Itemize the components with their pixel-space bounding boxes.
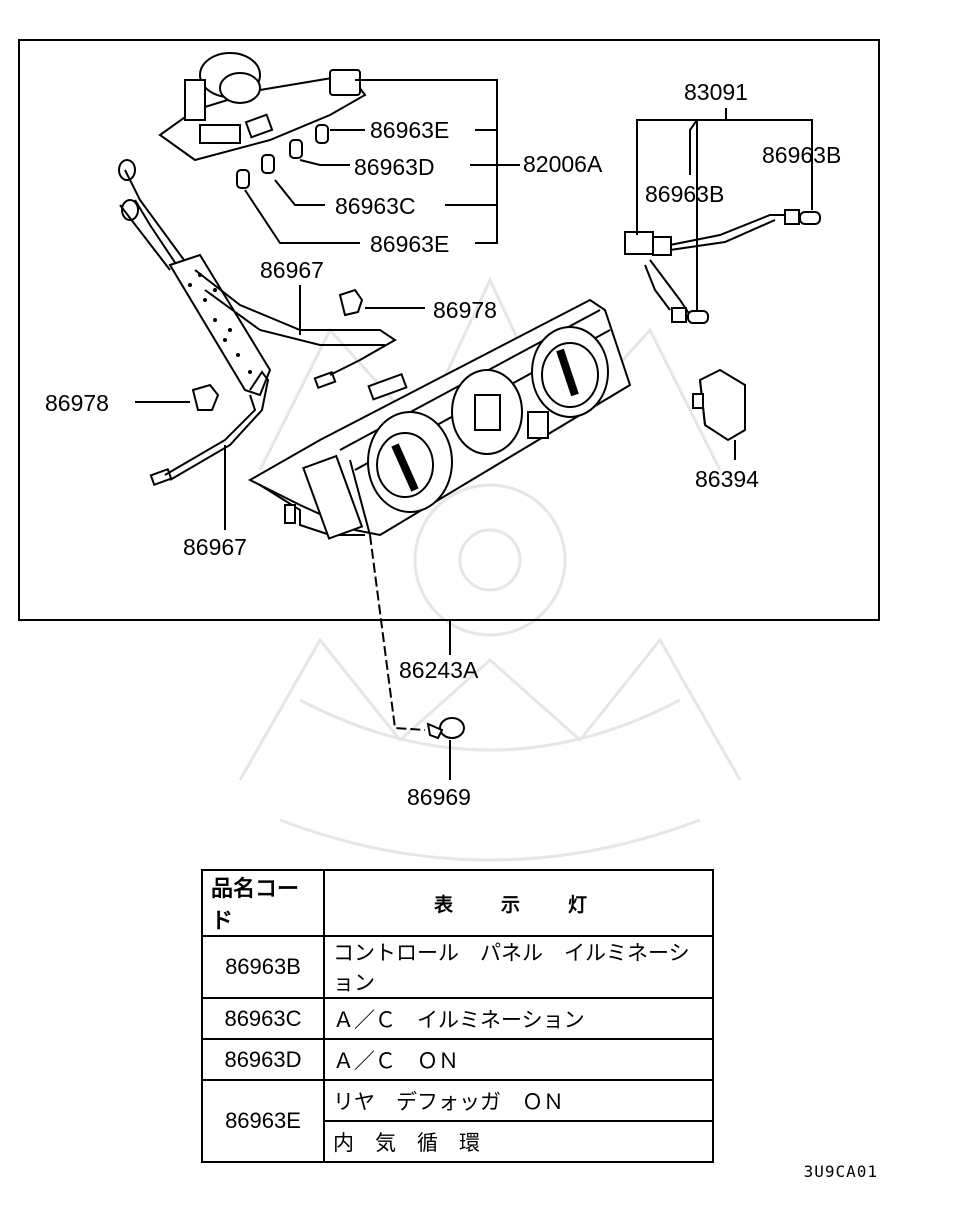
wiring-harness	[624, 108, 821, 324]
row-desc: リヤ デフォッガ ＯＮ	[323, 1079, 714, 1122]
row-code: 86963D	[201, 1038, 325, 1081]
switch-assembly	[158, 52, 367, 162]
label-86963E-bottom: 86963E	[370, 231, 449, 257]
screw	[426, 717, 465, 740]
label-86243A: 86243A	[399, 657, 479, 683]
label-86978-left: 86978	[45, 390, 109, 416]
clip-leaders	[135, 307, 425, 403]
table-row: 内 気 循 環	[202, 1120, 714, 1163]
header-part-code: 品名コード	[201, 869, 325, 937]
label-86963B-right: 86963B	[762, 142, 841, 168]
cable-dots	[188, 273, 252, 374]
bulb-leader-lines	[244, 79, 520, 244]
label-86963C: 86963C	[335, 193, 416, 219]
label-86978-right: 86978	[433, 297, 497, 323]
cable-clips	[191, 288, 364, 411]
table-row: 86963B コントロール パネル イルミネーション	[201, 935, 714, 999]
row-code: 86963E	[201, 1079, 325, 1163]
row-code: 86963C	[201, 997, 325, 1040]
table-row: 86963E リヤ デフォッガ ＯＮ	[201, 1079, 714, 1163]
label-86963B-mid: 86963B	[645, 181, 724, 207]
label-86963E-top: 86963E	[370, 117, 449, 143]
heater-control-panel	[247, 298, 632, 540]
row-desc: Ａ／Ｃ ＯＮ	[323, 1038, 714, 1081]
control-cables	[118, 159, 397, 487]
indicator-light-table: 品名コード 表示灯 86963B コントロール パネル イルミネーション 869…	[201, 869, 714, 1163]
label-86394: 86394	[695, 466, 759, 492]
label-86969: 86969	[407, 784, 471, 810]
row-desc: Ａ／Ｃ イルミネーション	[323, 997, 714, 1040]
table-header-row: 品名コード 表示灯	[201, 869, 714, 937]
table-row: 86963C Ａ／Ｃ イルミネーション	[201, 997, 714, 1040]
cable-leaders	[224, 285, 301, 530]
row-desc: コントロール パネル イルミネーション	[323, 935, 714, 999]
header-indicator-light: 表示灯	[323, 869, 714, 937]
screw-leaders	[369, 534, 451, 780]
label-86963D: 86963D	[354, 154, 435, 180]
label-82006A: 82006A	[523, 151, 603, 177]
label-86967-top: 86967	[260, 257, 324, 283]
table-row: 86963D Ａ／Ｃ ＯＮ	[201, 1038, 714, 1081]
bulbs	[236, 124, 329, 189]
watermark-emblem	[238, 276, 742, 862]
fan-knob	[692, 368, 746, 442]
label-86967-bottom: 86967	[183, 534, 247, 560]
drawing-code: 3U9CA01	[803, 1162, 878, 1181]
label-83091: 83091	[684, 79, 748, 105]
row-code: 86963B	[201, 935, 325, 999]
row-desc: 内 気 循 環	[323, 1120, 714, 1163]
